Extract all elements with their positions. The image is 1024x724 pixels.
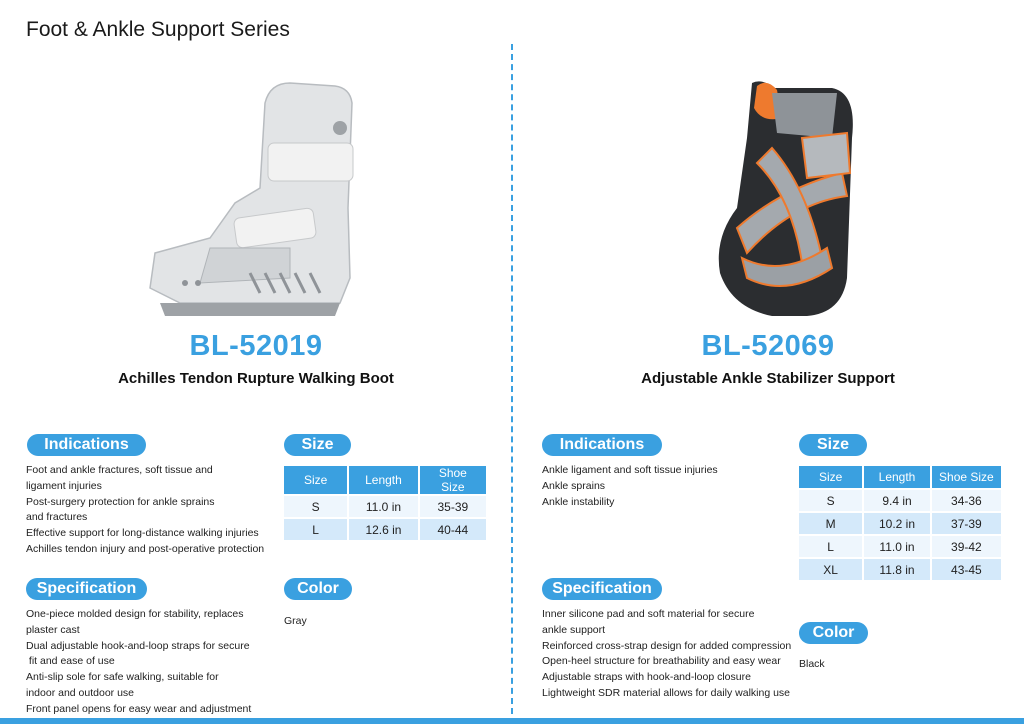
series-title: Foot & Ankle Support Series xyxy=(26,18,290,41)
specification-heading: Specification xyxy=(26,578,147,600)
table-row: L 12.6 in 40-44 xyxy=(284,519,486,540)
size-column-header: Size xyxy=(284,466,348,494)
product-right: BL-52069 Adjustable Ankle Stabilizer Sup… xyxy=(512,0,1024,724)
table-row: S 11.0 in 35-39 xyxy=(284,496,486,517)
table-cell: 43-45 xyxy=(931,559,1001,580)
list-item: Ankle sprains xyxy=(542,479,606,492)
center-divider xyxy=(511,44,513,714)
size-table: Size Length Shoe Size S 11.0 in 35-39 L … xyxy=(282,464,488,542)
list-item: Open-heel structure for breathability an… xyxy=(542,655,781,668)
product-name: Achilles Tendon Rupture Walking Boot xyxy=(118,370,394,387)
table-cell: M xyxy=(799,513,863,534)
walking-boot-image xyxy=(140,78,370,328)
color-heading: Color xyxy=(799,622,868,644)
list-item: Anti-slip sole for safe walking, suitabl… xyxy=(26,671,219,684)
table-cell: 9.4 in xyxy=(864,490,930,511)
indications-heading: Indications xyxy=(542,434,662,456)
length-column-header: Length xyxy=(349,466,418,494)
list-item: ligament injuries xyxy=(26,479,102,492)
table-cell: L xyxy=(799,536,863,557)
table-row: S 9.4 in 34-36 xyxy=(799,490,1001,511)
table-cell: S xyxy=(284,496,348,517)
list-item: Dual adjustable hook-and-loop straps for… xyxy=(26,639,250,652)
color-value: Gray xyxy=(284,615,307,627)
table-cell: 40-44 xyxy=(419,519,486,540)
size-heading: Size xyxy=(284,434,351,456)
list-item: fit and ease of use xyxy=(26,655,115,668)
color-value: Black xyxy=(799,658,825,670)
indications-list: Ankle ligament and soft tissue injuries … xyxy=(542,463,718,510)
list-item: Reinforced cross-strap design for added … xyxy=(542,639,792,652)
list-item: Front panel opens for easy wear and adju… xyxy=(26,702,252,715)
table-cell: 11.0 in xyxy=(349,496,418,517)
list-item: Foot and ankle fractures, soft tissue an… xyxy=(26,464,213,476)
table-cell: 11.8 in xyxy=(864,559,930,580)
size-heading: Size xyxy=(799,434,867,456)
specification-list: Inner silicone pad and soft material for… xyxy=(542,607,791,702)
product-model-number: BL-52069 xyxy=(701,330,835,362)
table-cell: 35-39 xyxy=(419,496,486,517)
list-item: Ankle instability xyxy=(542,495,615,508)
table-cell: S xyxy=(799,490,863,511)
table-row: L 11.0 in 39-42 xyxy=(799,536,1001,557)
list-item: and fractures xyxy=(26,511,88,524)
length-column-header: Length xyxy=(864,466,930,488)
color-heading: Color xyxy=(284,578,352,600)
table-cell: 39-42 xyxy=(931,536,1001,557)
list-item: ankle support xyxy=(542,623,606,636)
table-cell: XL xyxy=(799,559,863,580)
shoe-size-column-header: Shoe Size xyxy=(931,466,1001,488)
bottom-accent-bar xyxy=(0,718,1024,724)
list-item: One-piece molded design for stability, r… xyxy=(26,608,244,620)
table-cell: 34-36 xyxy=(931,490,1001,511)
list-item: plaster cast xyxy=(26,623,80,636)
table-cell: 12.6 in xyxy=(349,519,418,540)
product-name: Adjustable Ankle Stabilizer Support xyxy=(641,370,895,387)
list-item: indoor and outdoor use xyxy=(26,686,134,699)
list-item: Ankle ligament and soft tissue injuries xyxy=(542,464,718,476)
table-row: XL 11.8 in 43-45 xyxy=(799,559,1001,580)
product-model-number: BL-52019 xyxy=(189,330,323,362)
size-table: Size Length Shoe Size S 9.4 in 34-36 M 1… xyxy=(797,464,1003,582)
table-cell: 37-39 xyxy=(931,513,1001,534)
list-item: Achilles tendon injury and post-operativ… xyxy=(26,542,265,555)
shoe-size-column-header: Shoe Size xyxy=(419,466,486,494)
size-column-header: Size xyxy=(799,466,863,488)
table-cell: L xyxy=(284,519,348,540)
list-item: Adjustable straps with hook-and-loop clo… xyxy=(542,671,751,684)
list-item: Lightweight SDR material allows for dail… xyxy=(542,686,791,699)
table-row: M 10.2 in 37-39 xyxy=(799,513,1001,534)
list-item: Effective support for long-distance walk… xyxy=(26,527,259,540)
indications-list: Foot and ankle fractures, soft tissue an… xyxy=(26,463,264,558)
specification-heading: Specification xyxy=(542,578,662,600)
list-item: Post-surgery protection for ankle sprain… xyxy=(26,495,215,508)
table-cell: 10.2 in xyxy=(864,513,930,534)
table-cell: 11.0 in xyxy=(864,536,930,557)
indications-heading: Indications xyxy=(27,434,146,456)
list-item: Inner silicone pad and soft material for… xyxy=(542,608,755,620)
ankle-stabilizer-image xyxy=(712,78,862,323)
specification-list: One-piece molded design for stability, r… xyxy=(26,607,251,718)
product-left: BL-52019 Achilles Tendon Rupture Walking… xyxy=(26,78,488,718)
